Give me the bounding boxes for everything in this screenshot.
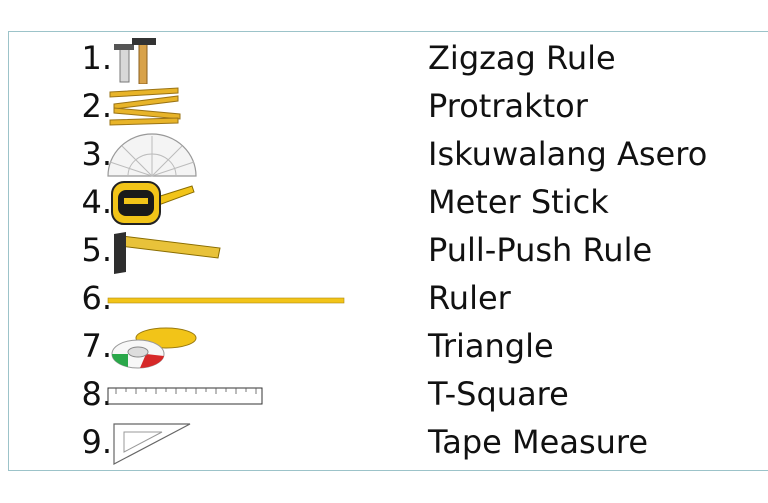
item-label: Triangle bbox=[428, 327, 554, 365]
list-item-2: 2. Protraktor bbox=[0, 82, 768, 130]
steel-square-icon bbox=[106, 228, 346, 274]
triangle-set-square-icon bbox=[106, 420, 346, 465]
item-label: T-Square bbox=[428, 375, 569, 413]
item-number: 7. bbox=[81, 327, 112, 365]
list-item-9: 9. Tape Measure bbox=[0, 418, 768, 466]
item-label: Ruler bbox=[428, 279, 511, 317]
list-item-1: 1. Zigzag Rule bbox=[0, 34, 768, 84]
list-item-6: 6. Ruler bbox=[0, 274, 768, 322]
protractor-icon bbox=[106, 132, 346, 177]
item-number: 9. bbox=[81, 423, 112, 461]
item-number: 8. bbox=[81, 375, 112, 413]
cloth-tape-measure-icon bbox=[106, 324, 346, 369]
item-label: Tape Measure bbox=[428, 423, 649, 461]
item-number: 5. bbox=[81, 231, 112, 269]
tape-measure-icon bbox=[106, 180, 346, 225]
ruler-icon bbox=[106, 372, 346, 416]
list-item-8: 8. T-Square bbox=[0, 370, 768, 418]
item-label: Iskuwalang Asero bbox=[428, 135, 708, 173]
meter-stick-icon bbox=[106, 276, 346, 320]
item-number: 6. bbox=[81, 279, 112, 317]
content-frame bbox=[8, 31, 768, 471]
try-square-and-hammer-icon bbox=[106, 36, 346, 84]
item-label: Meter Stick bbox=[428, 183, 609, 221]
item-number: 4. bbox=[81, 183, 112, 221]
item-number: 1. bbox=[81, 39, 112, 77]
item-number: 3. bbox=[81, 135, 112, 173]
item-label: Zigzag Rule bbox=[428, 39, 616, 77]
list-item-5: 5. Pull-Push Rule bbox=[0, 226, 768, 274]
list-item-4: 4. Meter Stick bbox=[0, 178, 768, 226]
list-item-7: 7. Triangle bbox=[0, 322, 768, 370]
item-label: Protraktor bbox=[428, 87, 588, 125]
folding-zigzag-rule-icon bbox=[106, 84, 346, 128]
item-label: Pull-Push Rule bbox=[428, 231, 653, 269]
item-number: 2. bbox=[81, 87, 112, 125]
list-item-3: 3. Iskuwalang Asero bbox=[0, 130, 768, 178]
